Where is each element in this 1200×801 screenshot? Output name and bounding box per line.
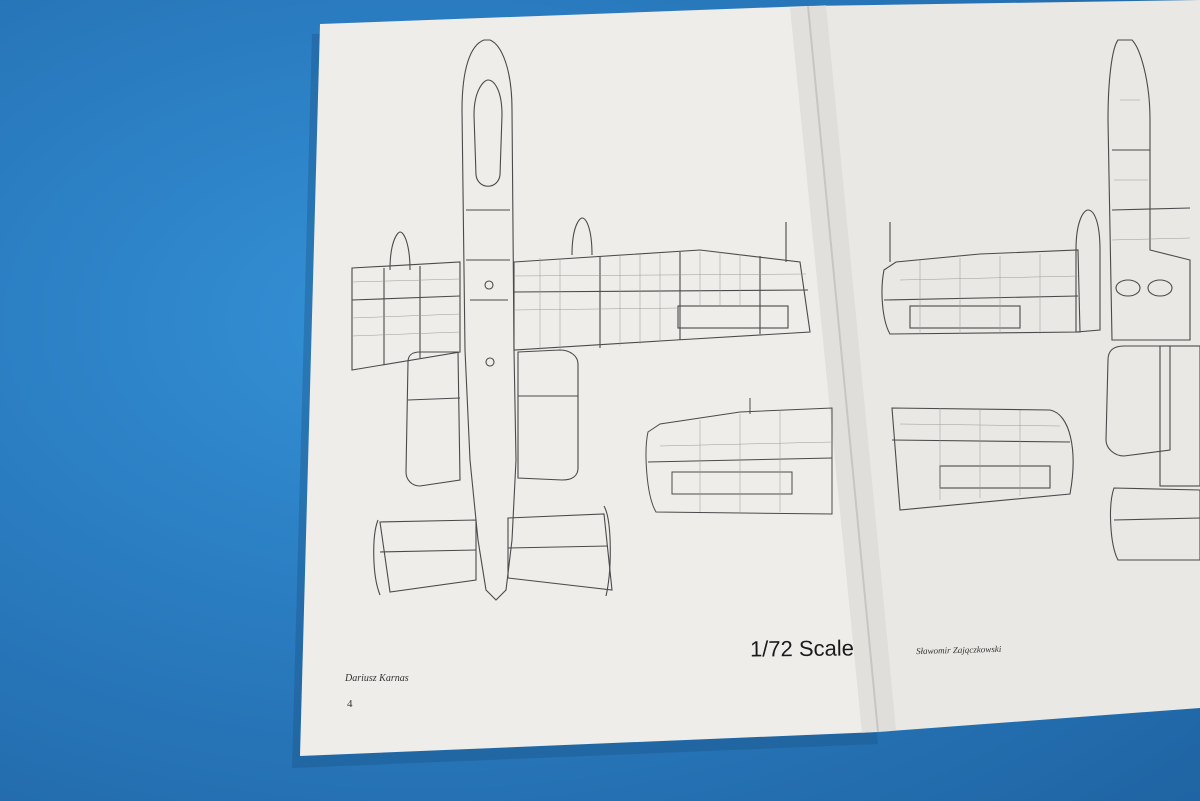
left-page	[300, 6, 878, 756]
aircraft-underside-drawing	[881, 39, 1200, 561]
wing-detail-drawing	[645, 398, 833, 515]
page-number: 4	[347, 698, 353, 710]
aircraft-top-view-drawing	[351, 39, 811, 601]
right-page	[808, 0, 1200, 732]
scale-label: 1/72 Scale	[749, 635, 855, 662]
left-page-author: Dariusz Karnas	[345, 673, 409, 684]
